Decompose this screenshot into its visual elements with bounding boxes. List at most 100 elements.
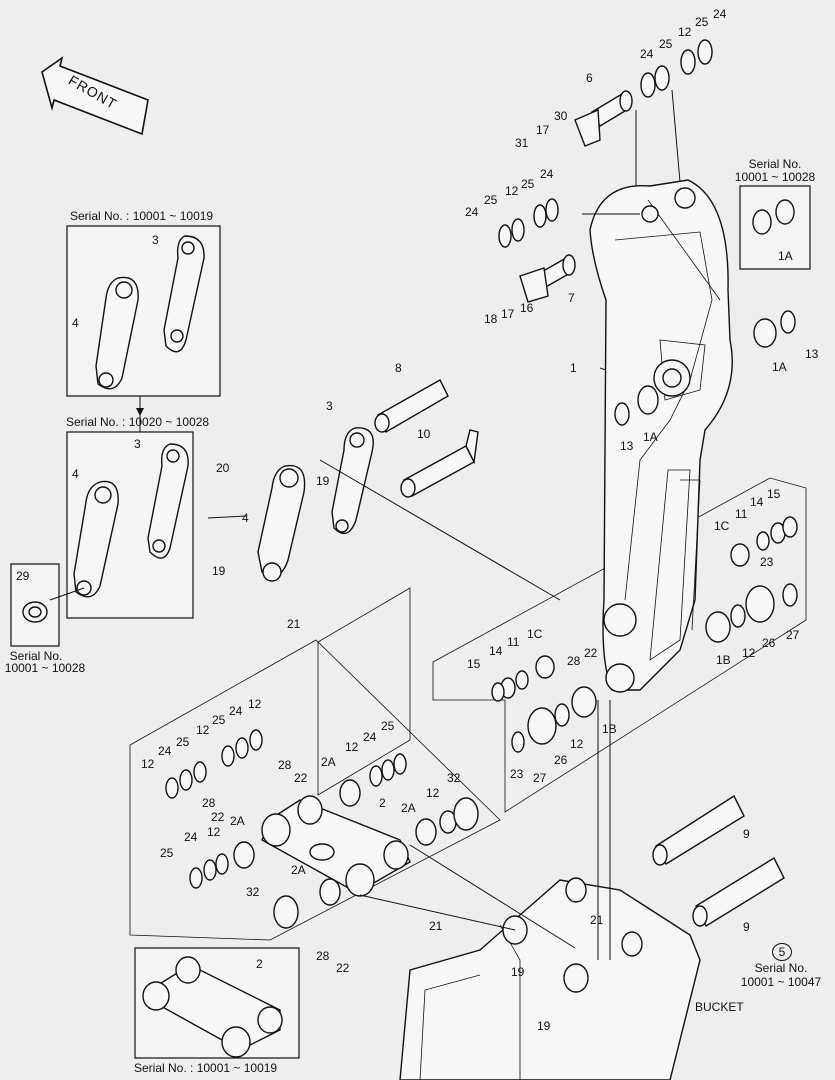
- callout-28: 28: [316, 949, 330, 963]
- callout-12: 12: [248, 697, 262, 711]
- ring-stack-top: [640, 39, 713, 98]
- callout-25: 25: [521, 177, 535, 191]
- link-ring-stacks: [165, 729, 479, 929]
- callout-12: 12: [345, 740, 359, 754]
- callout-3: 3: [134, 437, 141, 451]
- callout-24: 24: [465, 205, 479, 219]
- link-4-box-b: [73, 480, 119, 598]
- link-3-box-a: [163, 235, 205, 353]
- front-arrow-icon: [41, 56, 149, 136]
- callout-10: 10: [417, 427, 431, 441]
- callout-8: 8: [395, 361, 402, 375]
- callout-19: 19: [316, 474, 330, 488]
- callout-24: 24: [540, 167, 554, 181]
- callout-14: 14: [489, 644, 503, 658]
- callout-22: 22: [584, 646, 598, 660]
- callout-12: 12: [678, 25, 692, 39]
- link-4-box-a: [95, 276, 139, 390]
- h-link-2-inset: [142, 956, 283, 1058]
- pin-9-upper: [652, 794, 745, 866]
- callout-3: 3: [152, 233, 159, 247]
- link-group-outline: [129, 639, 501, 941]
- callout-25: 25: [160, 846, 174, 860]
- boom-end-outline: [432, 477, 807, 813]
- callout-22: 22: [336, 961, 350, 975]
- callout-11: 11: [735, 507, 748, 521]
- callout-26: 26: [762, 636, 776, 650]
- callout-32: 32: [246, 885, 260, 899]
- callout-24: 24: [640, 47, 654, 61]
- callout-13: 13: [620, 439, 634, 453]
- link-3-box-b: [147, 443, 189, 559]
- callout-4: 4: [72, 316, 79, 330]
- serial-d-line1: Serial No.: [748, 157, 802, 171]
- callout-2a: 2A: [321, 755, 336, 769]
- callout-12: 12: [570, 737, 584, 751]
- callout-26: 26: [554, 753, 568, 767]
- callout-25: 25: [484, 193, 498, 207]
- callout-2a: 2A: [401, 801, 416, 815]
- callout-4: 4: [242, 511, 249, 525]
- callout-21: 21: [429, 919, 443, 933]
- callout-21: 21: [287, 617, 301, 631]
- pin-6: [574, 90, 633, 147]
- callout-6: 6: [586, 71, 593, 85]
- callout-3: 3: [326, 399, 333, 413]
- arm-body: [589, 179, 733, 693]
- callout-30: 30: [554, 109, 568, 123]
- callout-12: 12: [505, 184, 519, 198]
- callout-14: 14: [750, 495, 764, 509]
- h-link-2: [261, 795, 411, 897]
- callout-18: 18: [484, 312, 498, 326]
- callout-12: 12: [742, 646, 756, 660]
- bushing-29: [22, 601, 48, 623]
- pin-9-lower: [692, 857, 785, 927]
- callout-25: 25: [381, 719, 395, 733]
- serial-e-line2: 10001 ~ 10047: [740, 975, 822, 989]
- callout-1a: 1A: [772, 360, 787, 374]
- bucket-label: BUCKET: [695, 1000, 744, 1014]
- callout-12: 12: [426, 786, 440, 800]
- callout-2: 2: [379, 796, 386, 810]
- callout-17: 17: [501, 307, 515, 321]
- callout-15: 15: [767, 487, 781, 501]
- serial-box-1a: [739, 185, 811, 270]
- callout-16: 16: [520, 301, 534, 315]
- callout-1c: 1C: [714, 519, 730, 533]
- bucket: [399, 877, 701, 1080]
- bushing-1a-pair: [752, 199, 795, 235]
- callout-19: 19: [537, 1019, 551, 1033]
- callout-12: 12: [207, 825, 221, 839]
- callout-28: 28: [278, 758, 292, 772]
- callout-1a: 1A: [643, 430, 658, 444]
- pin-10: [400, 429, 479, 498]
- ring-stack-mid: [498, 198, 559, 248]
- pin-7: [519, 254, 576, 303]
- callout-7: 7: [568, 291, 575, 305]
- callout-21: 21: [590, 913, 604, 927]
- serial-c-line1: Serial No.: [9, 649, 63, 663]
- link-3-main: [331, 427, 374, 535]
- callout-24: 24: [229, 704, 243, 718]
- callout-13: 13: [805, 347, 819, 361]
- callout-1a: 1A: [778, 249, 793, 263]
- callout-25: 25: [659, 37, 673, 51]
- callout-24: 24: [184, 830, 198, 844]
- callout-15: 15: [467, 657, 481, 671]
- callout-11: 11: [507, 635, 520, 649]
- left-bushing-group: [491, 655, 597, 753]
- callout-20: 20: [216, 461, 230, 475]
- callout-22: 22: [294, 771, 308, 785]
- callout-17: 17: [536, 123, 550, 137]
- callout-27: 27: [533, 771, 547, 785]
- callout-1b: 1B: [716, 653, 731, 667]
- bushing-1a-left: [614, 385, 659, 426]
- callout-19: 19: [212, 564, 226, 578]
- callout-23: 23: [760, 555, 774, 569]
- callout-2a: 2A: [291, 863, 306, 877]
- callout-28: 28: [567, 654, 581, 668]
- callout-25: 25: [695, 15, 709, 29]
- callout-25: 25: [176, 735, 190, 749]
- serial-e-line1: Serial No.: [754, 961, 808, 975]
